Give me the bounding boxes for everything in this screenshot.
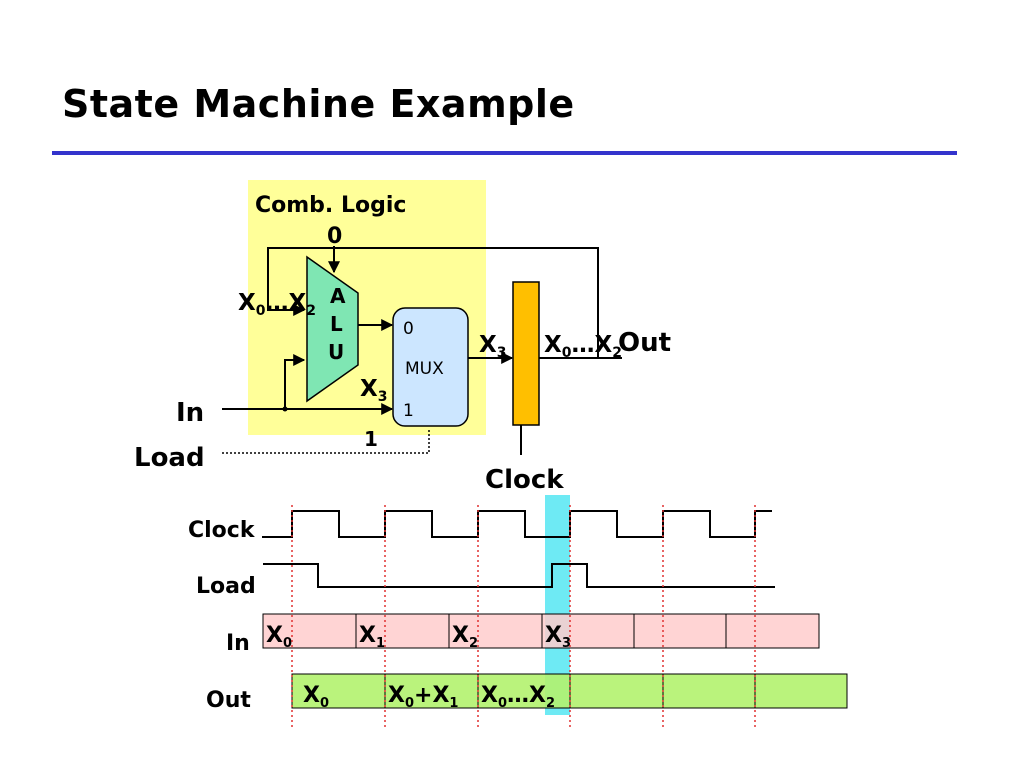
out-value: X0…X2 [481, 683, 555, 711]
alu-zero-input-label: 0 [327, 224, 342, 249]
in-value: X3 [545, 623, 571, 651]
out-cell [662, 673, 756, 709]
timing-out-label: Out [206, 688, 251, 713]
clock-edge-guides [291, 505, 756, 728]
out-value: X0 [303, 683, 329, 711]
in-value: X1 [359, 623, 385, 651]
register-output-label: X0…X2 [544, 332, 622, 361]
in-cell [633, 613, 727, 649]
mux-block [392, 307, 469, 427]
mux-input-1-label: 1 [403, 401, 414, 421]
out-cell [477, 673, 571, 709]
timing-load-label: Load [196, 574, 256, 599]
load-wire [222, 428, 430, 454]
in-value: X2 [452, 623, 478, 651]
in-cell [355, 613, 450, 649]
clock-waveform [262, 510, 772, 538]
in-value: X0 [266, 623, 292, 651]
page-title: State Machine Example [62, 82, 575, 126]
alu-feedback-label: X0…X2 [238, 290, 316, 319]
out-cell [569, 673, 664, 709]
mux-x3-label: X3 [360, 376, 387, 405]
mux-input-0-label: 0 [403, 319, 414, 339]
comb-logic-label: Comb. Logic [255, 193, 406, 218]
circuit-clock-label: Clock [485, 465, 564, 495]
in-cell [541, 613, 635, 649]
in-to-alu-wire [284, 354, 306, 409]
timing-in-label: In [226, 631, 250, 656]
register-x3-label: X3 [479, 332, 506, 361]
circuit-load-label: Load [134, 443, 205, 473]
title-divider [52, 151, 957, 155]
load-waveform [263, 563, 775, 588]
register-block [512, 281, 540, 426]
mux-name-label: MUX [405, 359, 444, 379]
in-cell [725, 613, 820, 649]
feedback-wire [267, 247, 599, 358]
out-cell [754, 673, 848, 709]
alu-block [306, 255, 359, 403]
in-junction-dot [282, 406, 288, 412]
alu-letter-u: U [328, 340, 344, 364]
circuit-in-label: In [176, 398, 204, 428]
timing-clock-label: Clock [188, 518, 256, 543]
alu-letter-a: A [330, 284, 346, 308]
load-one-label: 1 [364, 427, 378, 451]
out-value: X0+X1 [388, 683, 458, 711]
out-cell [291, 673, 386, 709]
circuit-out-label: Out [618, 328, 671, 358]
alu-letter-l: L [330, 312, 343, 336]
in-cell [448, 613, 543, 649]
